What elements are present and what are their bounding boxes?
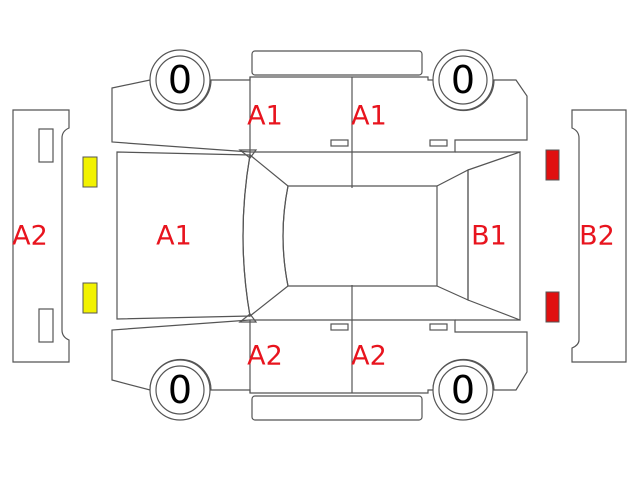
tire-rear-right-value: 0 (450, 368, 476, 412)
front-lamp-icon (82, 156, 98, 188)
front-bumper-slot-bottom (38, 308, 54, 343)
tire-icon (149, 49, 211, 111)
label-right-front-door: A2 (247, 340, 283, 372)
tire-front-right-value: 0 (167, 368, 193, 412)
label-left-front-door: A1 (247, 100, 283, 132)
tire-icon (149, 359, 211, 421)
side-mirror-icon (238, 313, 258, 323)
label-rear-glass: B1 (471, 220, 507, 252)
tire-rear-left-value: 0 (450, 58, 476, 102)
side-mirror-icon (238, 149, 258, 159)
tire-rim (438, 365, 488, 415)
tire-rim (438, 55, 488, 105)
front-lamp-icon (82, 282, 98, 314)
tire-icon (432, 359, 494, 421)
rear-bumper-outline (571, 109, 627, 363)
tire-icon (432, 49, 494, 111)
door-handle-icon (330, 139, 349, 147)
left-side-sill-top (251, 50, 423, 76)
right-side-sill-bottom (251, 395, 423, 421)
tire-rim (155, 55, 205, 105)
label-right-rear-door: A2 (351, 340, 387, 372)
door-handle-icon (429, 139, 448, 147)
roof-panel (282, 185, 438, 287)
rear-quarter-top (436, 169, 469, 301)
tire-front-left-value: 0 (167, 58, 193, 102)
door-handle-icon (429, 323, 448, 331)
rear-lamp-icon (545, 291, 560, 323)
front-bumper-slot-top (38, 128, 54, 163)
door-handle-icon (330, 323, 349, 331)
rear-lamp-icon (545, 149, 560, 181)
windshield (242, 153, 289, 318)
label-left-rear-door: A1 (351, 100, 387, 132)
tire-rim (155, 365, 205, 415)
label-rear-bumper: B2 (579, 220, 615, 252)
front-bumper-outline (12, 109, 70, 363)
label-hood: A1 (156, 220, 192, 252)
label-front-bumper: A2 (12, 220, 48, 252)
